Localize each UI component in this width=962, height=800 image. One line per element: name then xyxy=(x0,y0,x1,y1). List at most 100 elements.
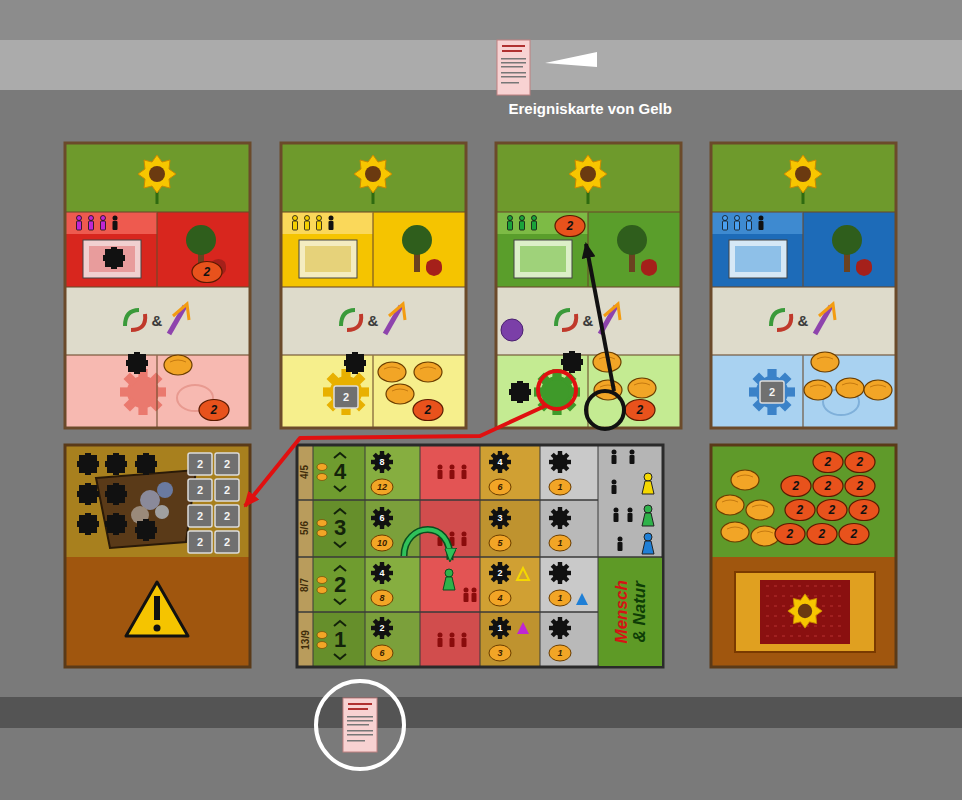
supply-tile xyxy=(845,476,875,497)
coin-value: 2 xyxy=(819,528,826,540)
yellow-player-board xyxy=(305,216,310,231)
green-player-board xyxy=(569,155,607,204)
blue-player-board xyxy=(735,246,781,272)
ampersand-text: & xyxy=(797,313,810,328)
table-ground xyxy=(0,0,962,40)
green-player-board xyxy=(514,240,572,278)
yellow-player-board xyxy=(281,287,466,355)
ampersand-text: & xyxy=(367,313,380,328)
event-card xyxy=(502,45,525,47)
red-player-board xyxy=(89,246,135,272)
progress-board xyxy=(517,622,529,634)
blue-player-board xyxy=(723,216,728,231)
progress-board xyxy=(489,590,511,606)
progress-board xyxy=(462,633,467,648)
yellow-player-board xyxy=(281,212,373,234)
player-tokens xyxy=(811,352,839,372)
progress-board xyxy=(462,465,467,480)
progress-board xyxy=(334,453,346,458)
progress-board xyxy=(489,617,511,639)
progress-board xyxy=(450,465,455,480)
coin-value: 2 xyxy=(637,404,644,416)
mine-tile xyxy=(65,445,250,557)
blue-player-board xyxy=(759,216,764,231)
card-caption: Ereigniskarte von Gelb xyxy=(509,101,672,116)
yellow-player-board xyxy=(281,143,466,428)
mine-tile xyxy=(188,531,212,553)
progress-board xyxy=(317,632,327,639)
player-tokens xyxy=(413,400,443,421)
player-tokens xyxy=(414,362,442,382)
progress-board xyxy=(489,451,511,473)
player-tokens xyxy=(509,381,531,403)
yellow-player-board xyxy=(323,369,369,415)
mine-tile xyxy=(65,445,250,667)
player-tokens xyxy=(628,378,656,398)
tile-value: 2 xyxy=(197,485,203,496)
progress-board xyxy=(297,445,663,667)
event-card xyxy=(347,730,373,732)
table-ground xyxy=(0,40,962,90)
supply-tile xyxy=(721,522,749,542)
player-tokens xyxy=(625,400,655,421)
supply-tile xyxy=(807,524,837,545)
green-player-board xyxy=(496,143,681,428)
score-text: Mensch xyxy=(613,580,631,643)
coin-value: 2 xyxy=(425,404,432,416)
score-box: Mensch& Natur xyxy=(599,558,662,666)
player-tokens xyxy=(126,352,148,374)
progress-board xyxy=(549,451,571,473)
event-card xyxy=(347,740,365,742)
ampersand-text: & xyxy=(582,313,595,328)
event-card xyxy=(348,703,372,705)
gear-value: 4 xyxy=(380,569,385,578)
supply-tile xyxy=(798,604,812,618)
mine-tile xyxy=(65,445,250,667)
tile-value: 2 xyxy=(224,459,230,470)
player-tokens xyxy=(864,380,892,400)
blue-player-board xyxy=(747,216,752,231)
progress-board xyxy=(334,486,346,491)
coin-value: 1 xyxy=(558,649,563,658)
player-tokens xyxy=(760,381,784,403)
blue-player-board xyxy=(711,212,803,234)
yellow-player-board xyxy=(299,240,357,278)
progress-board xyxy=(334,599,346,604)
mine-tile xyxy=(96,470,196,548)
progress-board xyxy=(313,500,598,557)
green-player-board xyxy=(496,143,681,212)
progress-board xyxy=(450,633,455,648)
progress-board xyxy=(598,557,663,667)
event-card xyxy=(502,50,522,52)
event-card xyxy=(347,724,369,726)
supply-tile xyxy=(849,500,879,521)
supply-tile xyxy=(711,445,896,667)
player-tokens xyxy=(199,400,229,421)
progress-board xyxy=(297,445,663,667)
progress-board xyxy=(438,465,477,648)
progress-board xyxy=(489,507,511,529)
green-player-board xyxy=(501,319,523,341)
progress-board xyxy=(334,621,346,626)
green-player-board xyxy=(496,287,681,355)
event-card xyxy=(501,62,526,64)
progress-board xyxy=(317,464,327,471)
supply-tile xyxy=(711,445,896,667)
supply-tile xyxy=(766,586,844,636)
event-card xyxy=(497,40,597,95)
progress-board xyxy=(549,645,571,661)
coin-value: 2 xyxy=(861,504,868,516)
supply-tile xyxy=(716,495,744,515)
mine-tile xyxy=(215,453,239,475)
supply-tile xyxy=(817,500,847,521)
tile-value: 2 xyxy=(224,485,230,496)
tile-value: 2 xyxy=(769,387,775,398)
progress-board xyxy=(371,562,393,584)
player-tokens xyxy=(804,380,832,400)
progress-board xyxy=(334,509,346,514)
player-tokens xyxy=(586,391,624,429)
progress-board xyxy=(489,479,511,495)
yellow-player-board xyxy=(385,306,401,334)
player-tokens xyxy=(555,216,585,237)
progress-board xyxy=(642,533,654,554)
